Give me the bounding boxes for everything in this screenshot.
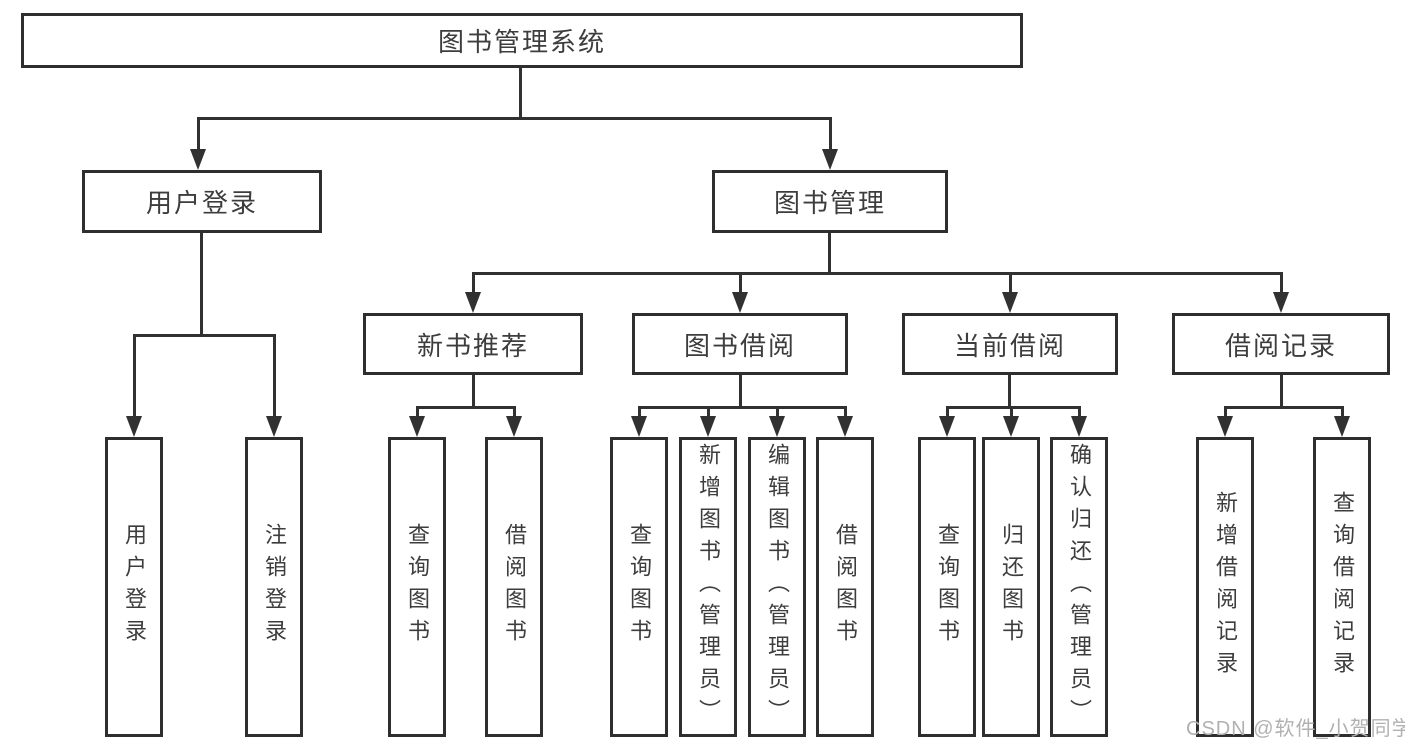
leaf-query-books-current: 查询图书 (918, 437, 976, 737)
node-label: 借阅图书 (833, 523, 858, 651)
arrowhead-down-icon (732, 292, 748, 313)
node-label: 注销登录 (262, 523, 287, 651)
connector-vline (472, 375, 475, 408)
connector-vline (1010, 406, 1013, 418)
node-book-borrow: 图书借阅 (632, 313, 848, 375)
node-label: 查询借阅记录 (1330, 491, 1355, 683)
leaf-query-books-borrow: 查询图书 (610, 437, 668, 737)
arrowhead-down-icon (1071, 416, 1087, 437)
leaf-add-books-admin: 新增图书（管理员） (679, 437, 737, 737)
connector-hline (472, 272, 1282, 275)
node-label: 用户登录 (145, 188, 258, 218)
leaf-confirm-return-admin: 确认归还（管理员） (1050, 437, 1108, 737)
connector-vline (1078, 406, 1081, 418)
connector-vline (472, 272, 475, 293)
connector-vline (1280, 272, 1283, 293)
connector-vline (200, 233, 203, 335)
connector-vline (1224, 406, 1227, 418)
arrowhead-down-icon (1334, 416, 1350, 437)
connector-vline (519, 68, 522, 118)
node-label: 借阅记录 (1224, 330, 1337, 361)
arrowhead-down-icon (1002, 292, 1018, 313)
node-label: 查询图书 (405, 523, 430, 651)
node-user-login-branch: 用户登录 (82, 170, 322, 233)
connector-vline (197, 117, 200, 151)
connector-hline (416, 406, 516, 409)
node-label: 图书管理系统 (437, 27, 606, 57)
leaf-add-borrow-record: 新增借阅记录 (1196, 437, 1254, 737)
arrowhead-down-icon (1273, 292, 1289, 313)
connector-vline (1341, 406, 1344, 418)
connector-hline (133, 334, 276, 337)
node-label: 查询图书 (935, 523, 960, 651)
arrowhead-down-icon (506, 416, 522, 437)
connector-vline (829, 117, 832, 151)
arrowhead-down-icon (631, 416, 647, 437)
leaf-user-login: 用户登录 (105, 437, 163, 737)
connector-vline (776, 406, 779, 418)
arrowhead-down-icon (126, 416, 142, 437)
arrowhead-down-icon (190, 149, 206, 170)
node-new-book-recommend: 新书推荐 (363, 313, 583, 375)
arrowhead-down-icon (465, 292, 481, 313)
node-label: 新增借阅记录 (1213, 491, 1238, 683)
node-label: 确认归还（管理员） (1067, 443, 1092, 731)
node-label: 图书借阅 (683, 330, 796, 361)
connector-vline (739, 375, 742, 408)
connector-vline (1008, 375, 1011, 408)
connector-vline (946, 406, 949, 418)
arrowhead-down-icon (769, 416, 785, 437)
connector-vline (133, 334, 136, 416)
arrowhead-down-icon (700, 416, 716, 437)
arrowhead-down-icon (1217, 416, 1233, 437)
arrowhead-down-icon (822, 149, 838, 170)
arrowhead-down-icon (409, 416, 425, 437)
node-label: 用户登录 (122, 523, 147, 651)
connector-vline (828, 233, 831, 273)
leaf-edit-books-admin: 编辑图书（管理员） (748, 437, 806, 737)
arrowhead-down-icon (1003, 416, 1019, 437)
connector-vline (513, 406, 516, 418)
arrowhead-down-icon (939, 416, 955, 437)
node-borrow-records: 借阅记录 (1172, 313, 1390, 375)
leaf-query-books-recommend: 查询图书 (388, 437, 446, 737)
arrowhead-down-icon (837, 416, 853, 437)
connector-vline (707, 406, 710, 418)
node-book-management-branch: 图书管理 (712, 170, 948, 233)
node-label: 编辑图书（管理员） (765, 443, 790, 731)
connector-vline (739, 272, 742, 293)
node-label: 图书管理 (773, 188, 886, 218)
leaf-return-books: 归还图书 (982, 437, 1040, 737)
connector-hline (638, 406, 846, 409)
node-label: 新书推荐 (416, 330, 529, 361)
node-current-borrow: 当前借阅 (902, 313, 1118, 375)
csdn-watermark: CSDN @软件_小贺同学 (1186, 718, 1405, 740)
node-label: 查询图书 (627, 523, 652, 651)
node-label: 当前借阅 (953, 330, 1066, 361)
node-label: 归还图书 (999, 523, 1024, 651)
node-root-library-system: 图书管理系统 (21, 13, 1023, 68)
leaf-borrow-books: 借阅图书 (816, 437, 874, 737)
leaf-borrow-books-recommend: 借阅图书 (485, 437, 543, 737)
connector-vline (273, 334, 276, 416)
connector-vline (844, 406, 847, 418)
connector-hline (946, 406, 1080, 409)
node-label: 借阅图书 (502, 523, 527, 651)
connector-hline (1224, 406, 1343, 409)
connector-hline (197, 117, 831, 120)
connector-vline (638, 406, 641, 418)
leaf-logout: 注销登录 (245, 437, 303, 737)
connector-vline (1009, 272, 1012, 293)
node-label: 新增图书（管理员） (696, 443, 721, 731)
connector-vline (416, 406, 419, 418)
connector-vline (1280, 375, 1283, 408)
arrowhead-down-icon (266, 416, 282, 437)
leaf-query-borrow-record: 查询借阅记录 (1313, 437, 1371, 737)
